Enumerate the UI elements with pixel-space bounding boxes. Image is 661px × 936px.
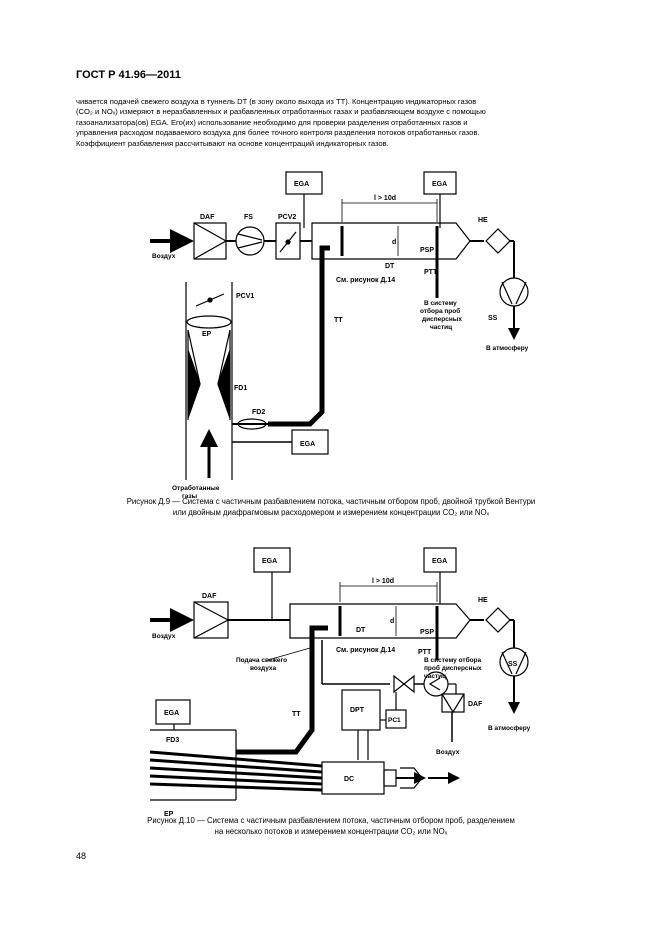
page-number: 48 — [76, 851, 87, 861]
label-psp: PSP — [420, 247, 434, 254]
label-dt: DT — [356, 627, 366, 634]
figure-caption-d10: Рисунок Д.10 — Система с частичным разба… — [76, 816, 586, 837]
label-daf: DAF — [468, 701, 483, 708]
label-see-fig: См. рисунок Д.14 — [336, 277, 395, 284]
label-fresh-air: Подача свежего — [236, 657, 287, 664]
label-to-atm: В атмосферу — [486, 345, 529, 352]
figure-caption-d9: Рисунок Д.9 — Система с частичным разбав… — [76, 497, 586, 518]
label-fresh-air: воздуха — [250, 665, 277, 672]
label-pcv1: PCV1 — [236, 293, 254, 300]
label-tt: TT — [292, 711, 301, 718]
caption-line: на несколько потоков и измерением концен… — [214, 826, 448, 836]
label-ega: EGA — [432, 181, 447, 188]
paragraph-line: управления расходом подаваемого воздуха … — [76, 128, 480, 138]
dilution-tunnel — [289, 603, 471, 639]
figure-d10 — [149, 547, 529, 801]
dpt-box — [341, 689, 381, 731]
label-daf: DAF — [202, 593, 217, 600]
label-to-system: В систему — [424, 300, 457, 307]
label-fd3: FD3 — [166, 737, 179, 744]
label-fd1: FD1 — [234, 385, 247, 392]
label-to-system: дисперсных — [422, 316, 462, 323]
daf-box — [193, 222, 227, 260]
label-ptt: PTT — [424, 269, 438, 276]
heat-exchanger — [485, 228, 511, 254]
label-d: d — [392, 239, 396, 246]
body-paragraph: чивается подачей свежего воздуха в тунне… — [76, 97, 586, 149]
caption-line: или двойным диафрагмовым расходомером и … — [172, 507, 490, 517]
caption-line: Рисунок Д.9 — Система с частичным разбав… — [126, 497, 536, 506]
figure-d9 — [150, 171, 529, 480]
label-tt: TT — [334, 317, 343, 324]
label-length: l > 10d — [372, 578, 394, 585]
label-length: l > 10d — [374, 195, 396, 202]
label-he: HE — [478, 217, 488, 224]
label-ega: EGA — [262, 558, 277, 565]
label-fd2: FD2 — [252, 409, 265, 416]
label-ega: EGA — [164, 710, 179, 717]
label-ss: SS — [488, 315, 498, 322]
label-exhaust: Отработанные — [172, 484, 220, 492]
label-dt: DT — [385, 263, 395, 270]
label-to-system: В систему отбора — [424, 656, 482, 664]
label-to-system: частиц — [430, 324, 452, 331]
label-pc1: PC1 — [388, 717, 401, 724]
label-to-system: проб дисперсных — [424, 664, 482, 672]
paragraph-line: (CO₂ и NOₓ) измеряют в неразбавленных и … — [76, 107, 486, 117]
label-ptt: PTT — [418, 649, 432, 656]
ss-pump — [499, 277, 529, 307]
label-he: HE — [478, 597, 488, 604]
fs-pump — [235, 226, 265, 256]
label-air: Воздух — [152, 253, 176, 260]
heat-exchanger — [485, 607, 511, 633]
label-daf: DAF — [200, 214, 215, 221]
paragraph-line: чивается подачей свежего воздуха в тунне… — [76, 97, 477, 106]
label-pcv2: PCV2 — [278, 214, 296, 221]
ega-box — [155, 699, 191, 725]
label-to-atm: В атмосферу — [488, 725, 531, 732]
dilution-tunnel — [311, 222, 471, 260]
label-ega: EGA — [300, 441, 315, 448]
label-ss: SS — [508, 661, 518, 668]
daf-box — [441, 693, 465, 713]
label-dc: DC — [344, 776, 354, 783]
label-ep: EP — [164, 811, 174, 818]
label-fs: FS — [244, 214, 253, 221]
label-exhaust: газы — [182, 493, 198, 500]
paragraph-line: Коэффициент разбавления рассчитывают на … — [76, 138, 389, 148]
label-see-fig: См. рисунок Д.14 — [336, 647, 395, 654]
paragraph-line: газоанализатора(ов) EGA. Его(их) использ… — [76, 117, 468, 127]
label-air: Воздух — [152, 633, 176, 640]
label-ega: EGA — [294, 181, 309, 188]
caption-line: Рисунок Д.10 — Система с частичным разба… — [147, 816, 515, 825]
label-to-system: отбора проб — [420, 307, 460, 315]
label-ega: EGA — [432, 558, 447, 565]
label-psp: PSP — [420, 629, 434, 636]
daf-box — [193, 601, 229, 639]
label-ep: EP — [202, 331, 212, 338]
label-d: d — [390, 618, 394, 625]
label-to-system: частиц — [424, 673, 446, 680]
label-dpt: DPT — [350, 707, 365, 714]
page-header: ГОСТ Р 41.96—2011 — [76, 69, 181, 81]
label-air: Воздух — [436, 749, 460, 756]
